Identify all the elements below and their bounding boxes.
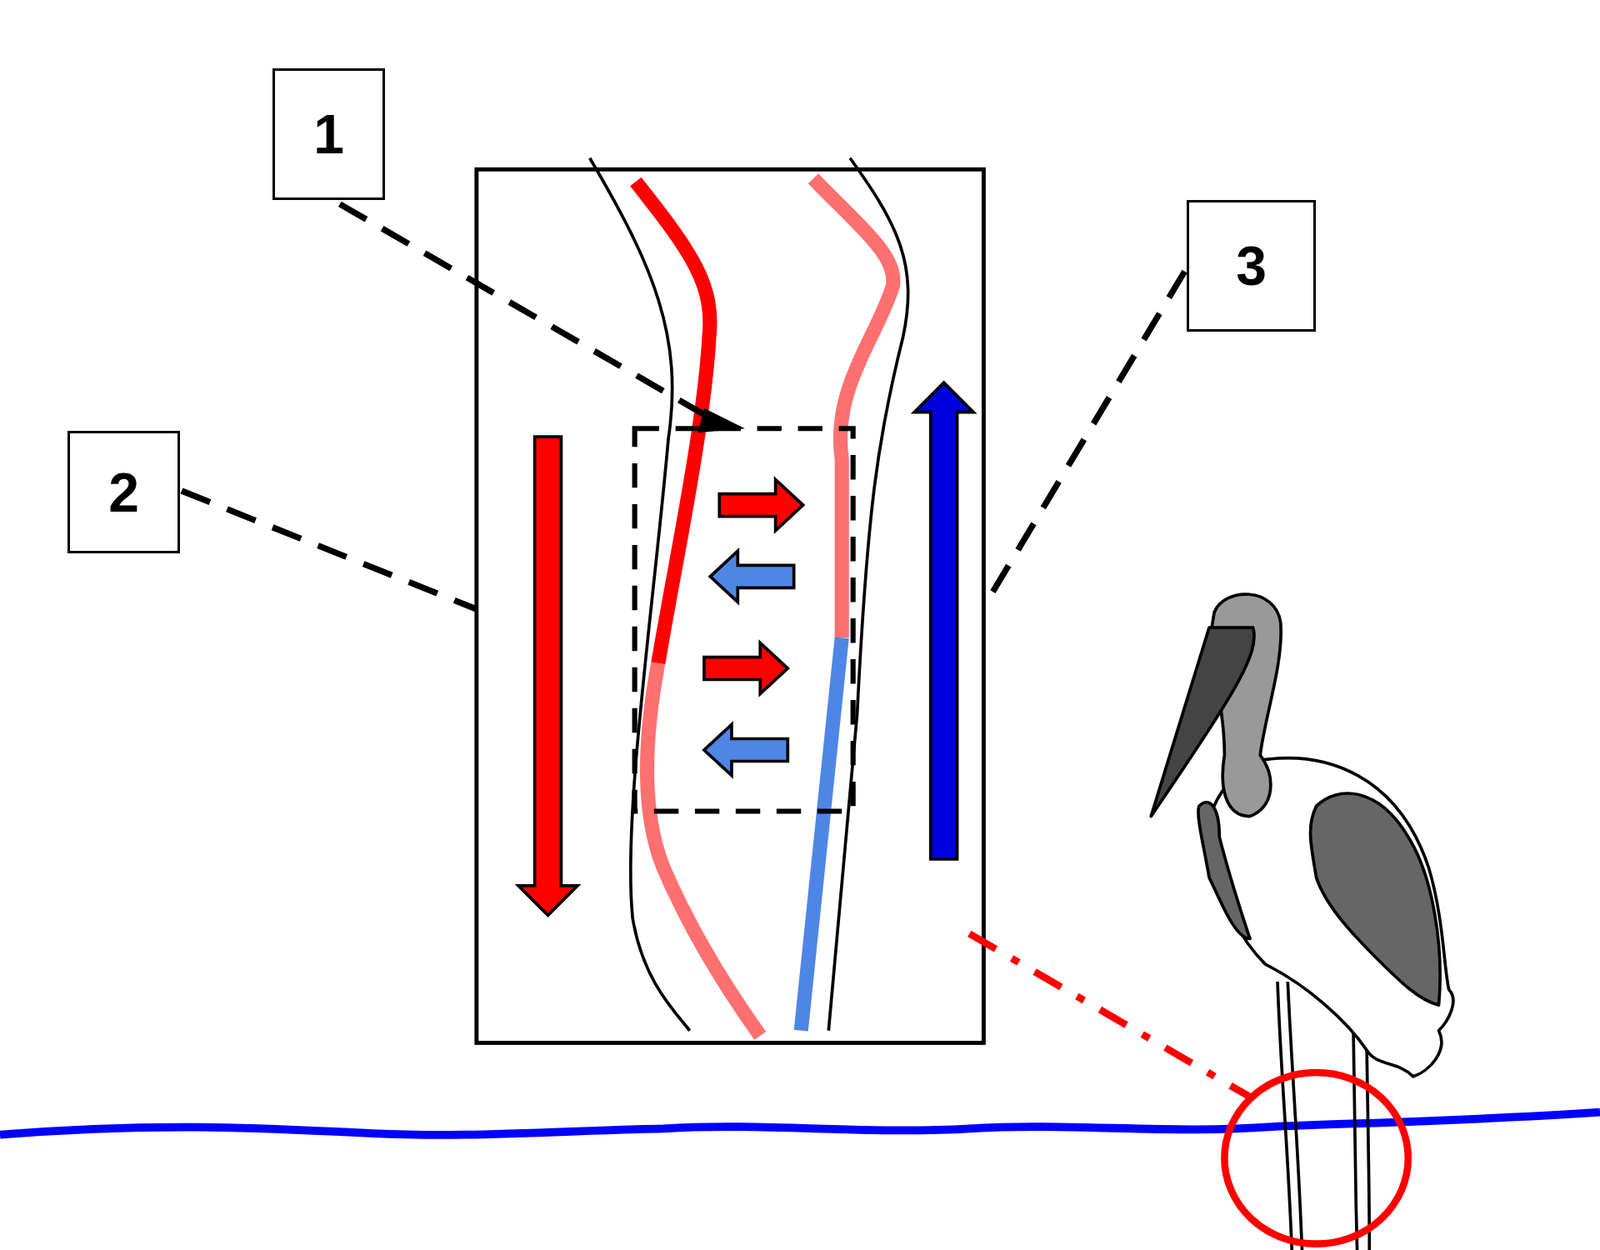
callout-box: 3 [1186, 200, 1316, 332]
vein-cold [800, 637, 842, 1030]
callout-number: 2 [108, 465, 140, 520]
zoom-circle [1224, 1072, 1408, 1245]
flow-up-arrow [914, 382, 974, 860]
callout-box: 1 [272, 68, 385, 200]
stork [1150, 594, 1454, 1250]
leader-head [698, 408, 745, 433]
heat-arrow [719, 480, 803, 531]
artery-cooled [647, 663, 761, 1036]
flow-down-arrow [518, 436, 578, 915]
callout-number: 1 [313, 106, 345, 162]
vein-warmed [813, 178, 894, 638]
callout-number: 3 [1235, 238, 1267, 294]
cold-arrow [710, 550, 794, 602]
leader-line [181, 490, 477, 610]
callout-box: 2 [67, 430, 180, 554]
heat-arrow [704, 642, 788, 694]
exchange-zone [635, 428, 854, 811]
cold-arrow [704, 724, 788, 775]
leader-line [340, 204, 715, 421]
water-line [0, 1112, 1600, 1135]
leader-line [983, 271, 1185, 608]
artery-warm [635, 181, 710, 664]
zoom-line [969, 933, 1250, 1097]
